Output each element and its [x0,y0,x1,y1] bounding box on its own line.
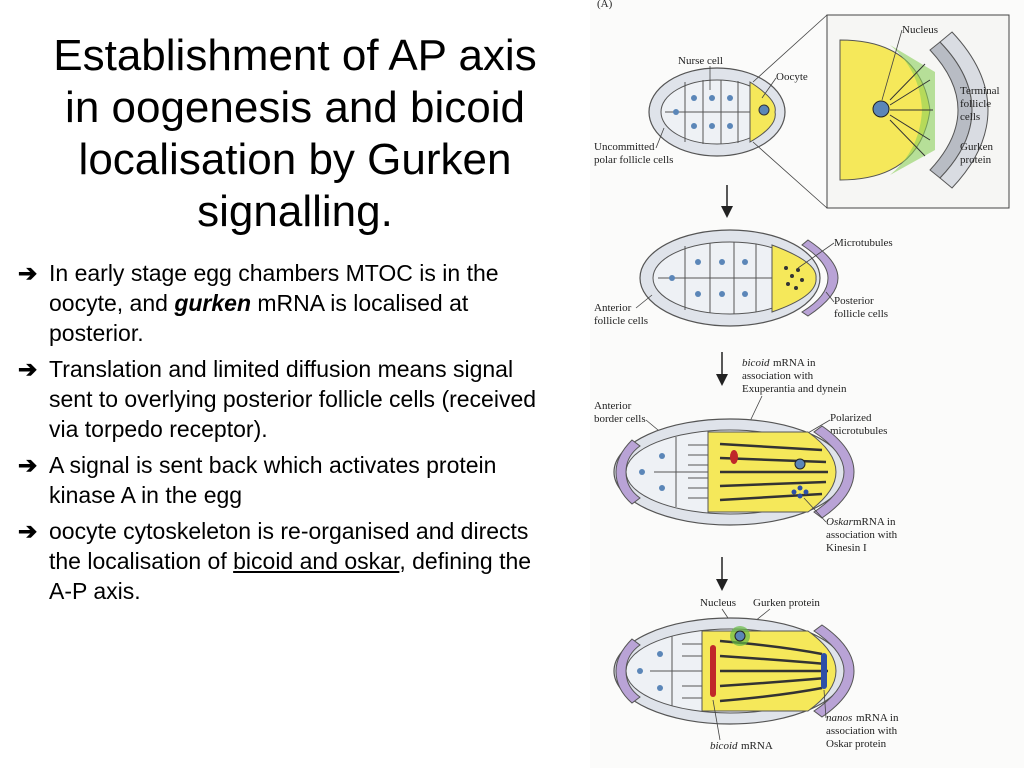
stage1-egg-chamber [648,67,786,157]
label-gurken: Gurken [960,141,993,153]
stage3-egg-chamber [613,418,855,526]
label-s4-nucleus: Nucleus [700,597,736,609]
bullet-text: In early stage egg chambers MTOC is in t… [49,260,499,316]
bullet-text: Translation and limited diffusion means … [49,356,537,442]
label-polarized-microtubules: microtubules [830,425,887,437]
gurken-emphasis: gurken [174,290,251,316]
bullet-item: ➔ Translation and limited diffusion means… [18,354,538,444]
label-oskar: mRNA in [853,516,896,528]
label-nanos-italic: nanos [826,712,852,724]
label-terminal: Terminal [960,85,1000,97]
label-oskar-assoc: association with [826,529,898,541]
label-nanos: mRNA in [856,712,899,724]
label-nanos-assoc: association with [826,725,898,737]
label-cells: cells [960,111,980,123]
bicoid-oskar-underlined: bicoid and oskar [233,548,400,574]
slide-title: Establishment of AP axis in oogenesis an… [53,31,537,236]
label-nanos-oskar: Oskar protein [826,738,887,750]
label-bicoid-s3-italic: bicoid [742,357,770,369]
arrow-right-icon: ➔ [18,260,38,286]
label-polarized: Polarized [830,412,872,424]
label-posterior-follicle: follicle cells [834,308,888,320]
label-anterior-border: Anterior [594,400,632,412]
arrow-right-icon: ➔ [18,452,38,478]
label-bicoid-s3-assoc: association with [742,370,814,382]
egg-chamber-figure: (A) Nurse cell Oocyte Uncommitted polar … [590,0,1024,768]
label-oskar-italic: Oskar [826,516,854,528]
bullet-text: mRNA is localised at posterior. [49,290,469,346]
label-follicle: follicle [960,98,991,110]
label-border-cells: border cells [594,413,646,425]
bullet-text: , defining the A-P axis. [49,548,532,604]
arrow-right-icon: ➔ [18,356,38,382]
bullet-item: ➔ In early stage egg chambers MTOC is in … [18,258,538,348]
label-polar-follicle: polar follicle cells [594,154,673,166]
label-oskar-kinesin: Kinesin I [826,542,867,554]
label-bicoid-s4-italic: bicoid [710,740,738,752]
bullet-item: ➔ oocyte cytoskeleton is re-organised and… [18,516,538,606]
stage2-egg-chamber [639,229,839,327]
label-microtubules: Microtubules [834,237,893,249]
label-bicoid-s4: mRNA [741,740,773,752]
bullet-text: oocyte cytoskeleton is re-organised and … [49,518,529,574]
label-bicoid-s3-exu: Exuperantia and dynein [742,383,847,395]
label-anterior: Anterior [594,302,632,314]
bullet-item: ➔ A signal is sent back which activates p… [18,450,538,510]
stage4-egg-chamber [613,617,855,725]
label-inset-nucleus: Nucleus [902,24,938,36]
label-posterior: Posterior [834,295,874,307]
label-uncommitted: Uncommitted [594,141,655,153]
bullet-text: A signal is sent back which activates pr… [49,452,497,508]
label-bicoid-s3: mRNA in [773,357,816,369]
label-oocyte: Oocyte [776,71,808,83]
label-anterior-follicle: follicle cells [594,315,648,327]
label-protein: protein [960,154,992,166]
panel-label: (A) [597,0,613,10]
label-s4-gurken: Gurken protein [753,597,820,609]
inset-box [826,14,1010,209]
bullet-list: ➔ In early stage egg chambers MTOC is in … [18,258,538,612]
arrow-right-icon: ➔ [18,518,38,544]
label-nurse-cell: Nurse cell [678,55,723,67]
